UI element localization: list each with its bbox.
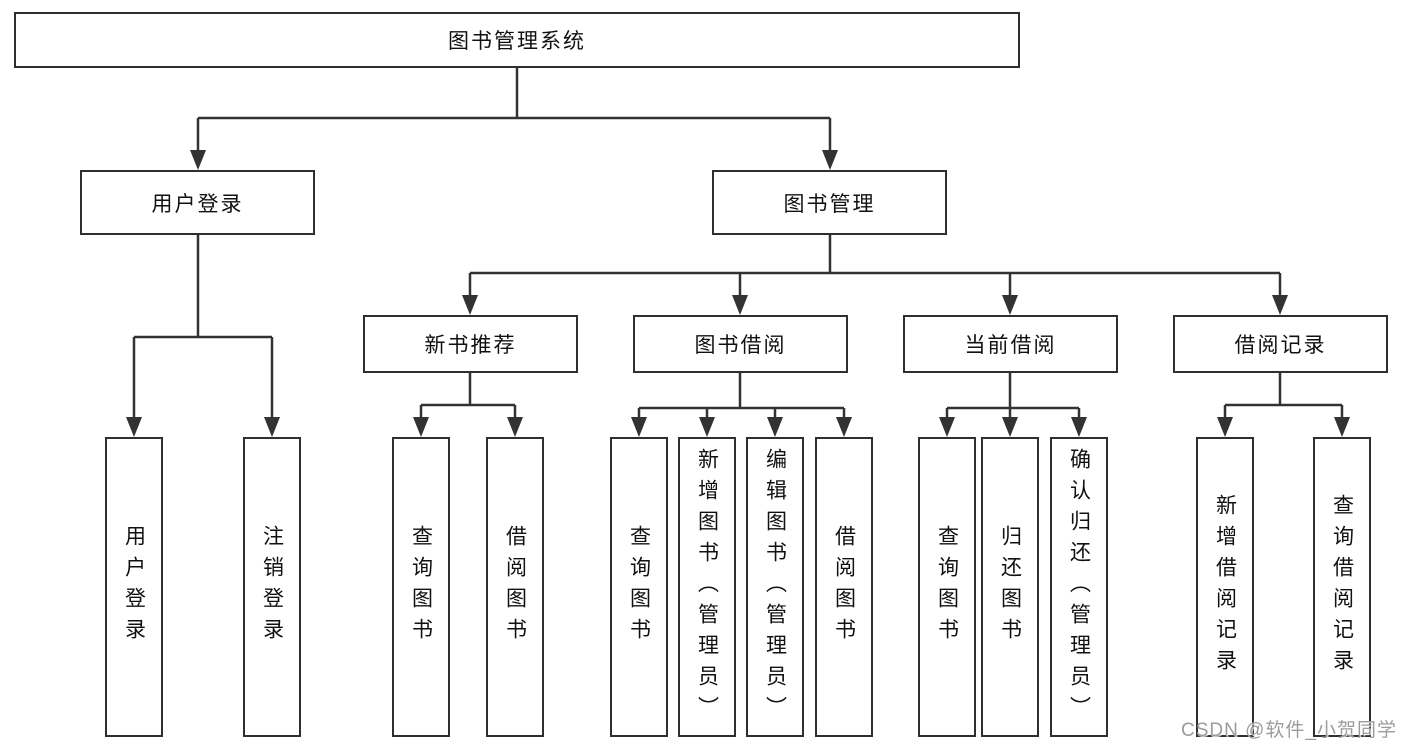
node-label: 新增借阅记录 <box>1213 494 1237 680</box>
node-logout: 注销登录 <box>243 437 301 737</box>
node-new-book-recommend: 新书推荐 <box>363 315 578 373</box>
node-user-login: 用户登录 <box>80 170 315 235</box>
node-label: 查询借阅记录 <box>1330 494 1354 680</box>
node-book-management: 图书管理 <box>712 170 947 235</box>
node-recommend-borrow-books: 借阅图书 <box>486 437 544 737</box>
node-book-borrow: 图书借阅 <box>633 315 848 373</box>
node-label: 借阅图书 <box>503 525 527 649</box>
node-label: 确认归还（管理员） <box>1067 447 1091 727</box>
node-library-management-system: 图书管理系统 <box>14 12 1020 68</box>
node-label: 图书借阅 <box>694 334 787 357</box>
node-edit-books-admin: 编辑图书（管理员） <box>746 437 804 737</box>
node-current-query-books: 查询图书 <box>918 437 976 737</box>
node-label: 归还图书 <box>998 525 1022 649</box>
node-recommend-query-books: 查询图书 <box>392 437 450 737</box>
node-borrow-records: 借阅记录 <box>1173 315 1388 373</box>
node-user-login-action: 用户登录 <box>105 437 163 737</box>
watermark: CSDN @软件_小贺同学 <box>1181 720 1397 741</box>
node-label: 查询图书 <box>627 525 651 649</box>
node-borrow-query-books: 查询图书 <box>610 437 668 737</box>
node-label: 图书管理系统 <box>448 30 586 53</box>
node-add-borrow-record: 新增借阅记录 <box>1196 437 1254 737</box>
node-label: 查询图书 <box>409 525 433 649</box>
node-label: 编辑图书（管理员） <box>763 447 787 727</box>
node-query-borrow-record: 查询借阅记录 <box>1313 437 1371 737</box>
node-label: 图书管理 <box>783 192 876 216</box>
node-label: 当前借阅 <box>964 334 1057 357</box>
node-label: 新增图书（管理员） <box>695 447 719 727</box>
node-label: 借阅记录 <box>1234 334 1327 357</box>
node-add-books-admin: 新增图书（管理员） <box>678 437 736 737</box>
node-confirm-return-admin: 确认归还（管理员） <box>1050 437 1108 737</box>
node-label: 用户登录 <box>151 192 244 216</box>
node-borrow-books: 借阅图书 <box>815 437 873 737</box>
node-return-books: 归还图书 <box>981 437 1039 737</box>
node-label: 新书推荐 <box>424 334 517 357</box>
node-label: 注销登录 <box>260 525 284 649</box>
node-current-borrow: 当前借阅 <box>903 315 1118 373</box>
node-label: 用户登录 <box>122 525 146 649</box>
node-label: 借阅图书 <box>832 525 856 649</box>
node-label: 查询图书 <box>935 525 959 649</box>
